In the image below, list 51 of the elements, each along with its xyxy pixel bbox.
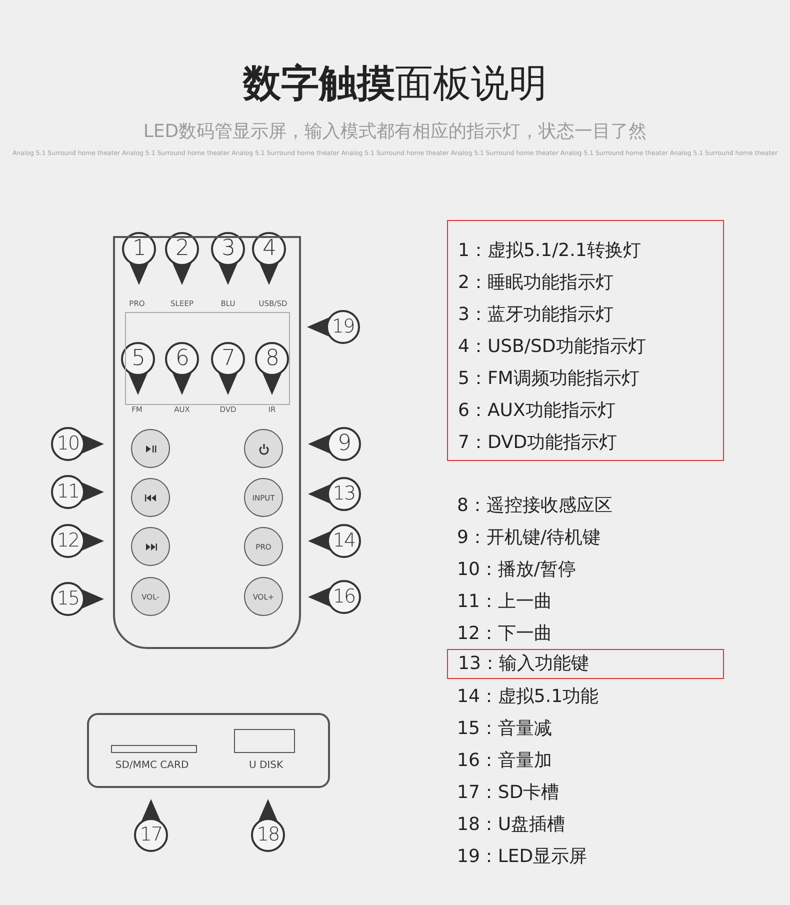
callout-number: 1 <box>132 238 146 260</box>
port-label: SD/MMC CARD <box>115 760 189 771</box>
legend-item-text: 5：FM调频功能指示灯 <box>458 367 640 391</box>
legend-item-text: 11：上一曲 <box>457 590 552 614</box>
subtitle: LED数码管显示屏，输入模式都有相应的指示灯，状态一目了然 <box>142 120 648 143</box>
title: 数字触摸面板说明 <box>243 61 547 105</box>
callout-number: 10 <box>56 434 80 454</box>
legend-item-text: 4：USB/SD功能指示灯 <box>458 335 646 359</box>
legend-item-text: 1：虚拟5.1/2.1转换灯 <box>458 239 641 263</box>
legend-item-text: 9：开机键/待机键 <box>457 526 601 550</box>
legend-item-text: 3：蓝牙功能指示灯 <box>458 303 614 327</box>
callout-number: 16 <box>332 588 356 606</box>
legend-item-text: 12：下一曲 <box>457 622 552 646</box>
callout-number: 8 <box>266 348 278 370</box>
legend-item-text: 19：LED显示屏 <box>457 845 588 869</box>
highlight-frame <box>447 220 724 461</box>
legend-item-text: 8：遥控接收感应区 <box>457 494 612 518</box>
callout-number: 19 <box>332 318 354 336</box>
round-button <box>244 429 283 468</box>
callout-number: 5 <box>132 348 144 370</box>
callout-number: 9 <box>338 433 350 455</box>
legend-item-text: 13：输入功能键 <box>458 652 589 676</box>
round-button <box>131 429 170 468</box>
legend-item-text: 10：播放/暂停 <box>457 558 576 582</box>
callout-number: 4 <box>262 238 276 260</box>
callout-number: 13 <box>332 484 356 504</box>
callout-number: 12 <box>56 532 80 550</box>
legend-item-text: 17：SD卡槽 <box>457 781 560 805</box>
callout-number: 7 <box>222 348 234 370</box>
round-button <box>131 527 170 566</box>
legend-item-text: 15：音量减 <box>457 717 552 741</box>
callout-number: 17 <box>140 826 162 844</box>
legend-item-text: 16：音量加 <box>457 749 552 773</box>
legend-item-text: 6：AUX功能指示灯 <box>458 399 616 423</box>
callout-number: 11 <box>56 482 80 502</box>
callout-number: 6 <box>176 348 188 370</box>
round-button <box>131 478 170 517</box>
callout-number: 18 <box>256 826 280 844</box>
callout-number: 2 <box>176 238 188 260</box>
legend-item-text: 7：DVD功能指示灯 <box>458 431 618 455</box>
port-label: U DISK <box>248 760 284 771</box>
legend-item-text: 2：睡眠功能指示灯 <box>458 271 614 295</box>
port-panel <box>87 713 330 788</box>
led-display-window <box>125 312 290 405</box>
legend-item-text: 14：虚拟5.1功能 <box>457 685 599 709</box>
remote-control-body <box>113 236 301 649</box>
legend-item-text: 18：U盘插槽 <box>457 813 566 837</box>
callout-number: 15 <box>56 590 80 608</box>
highlight-frame <box>447 649 724 679</box>
callout-number: 3 <box>222 238 234 260</box>
callout-number: 14 <box>332 532 356 550</box>
